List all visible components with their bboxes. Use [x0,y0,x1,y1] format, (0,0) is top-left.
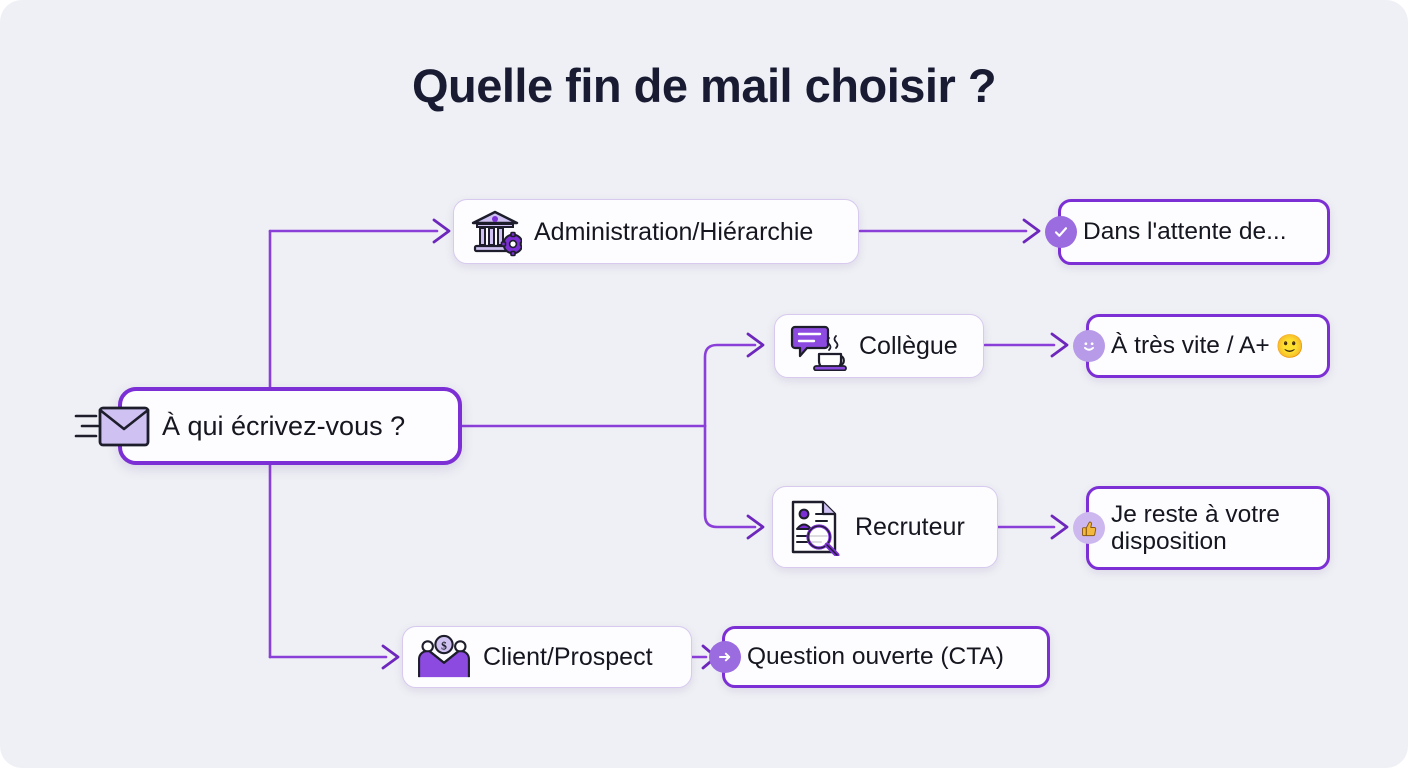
arrow-circle-icon [709,641,741,673]
page-title: Quelle fin de mail choisir ? [411,59,997,112]
check-circle-icon [1045,216,1077,248]
speech-bubble-coffee-icon [789,321,847,371]
thumbs-up-icon [1073,512,1105,544]
node-recruteur[interactable]: Recruteur [772,486,998,568]
node-collegue-label: Collègue [859,332,958,360]
node-root-label: À qui écrivez-vous ? [162,410,406,441]
node-client-prospect-label: Client/Prospect [483,643,653,671]
node-a-tres-vite[interactable]: À très vite / A+ 🙂 [1073,314,1330,378]
smiling-face-emoji: 🙂 [1275,332,1305,359]
node-dans-lattente[interactable]: Dans l'attente de... [1045,199,1330,265]
node-question-ouverte-label: Question ouverte (CTA) [747,643,1004,671]
node-collegue[interactable]: Collègue [774,314,984,378]
node-je-reste-label: Je reste à votre disposition [1111,500,1280,555]
smiley-circle-icon [1073,330,1105,362]
node-administration[interactable]: Administration/Hiérarchie [453,199,859,264]
node-root[interactable]: À qui écrivez-vous ? [74,387,462,465]
node-dans-lattente-label: Dans l'attente de... [1083,218,1287,246]
node-question-ouverte[interactable]: Question ouverte (CTA) [709,626,1050,688]
arrowheads [381,218,1069,670]
node-a-tres-vite-label: À très vite / A+ [1111,332,1270,360]
node-administration-label: Administration/Hiérarchie [534,217,814,246]
node-recruteur-label: Recruteur [855,513,965,541]
handshake-money-icon: $ [417,634,471,680]
flying-envelope-icon [74,399,152,453]
resume-magnifier-icon [787,498,843,556]
node-client-prospect[interactable]: $ Client/Prospect [402,626,692,688]
svg-text:$: $ [441,639,447,652]
bank-gear-icon [468,207,522,257]
node-je-reste[interactable]: Je reste à votre disposition [1073,486,1330,570]
